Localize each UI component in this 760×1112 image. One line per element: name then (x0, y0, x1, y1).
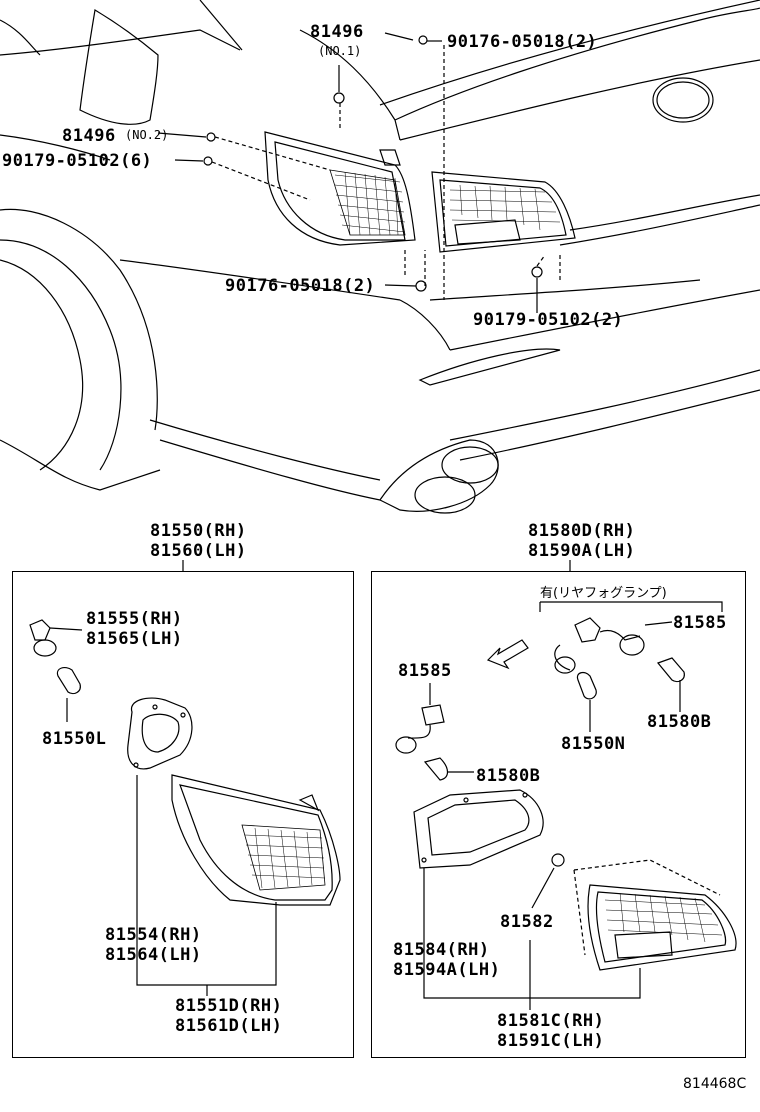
part-label-81550L[interactable]: 81550L (42, 729, 107, 749)
part-label-81585-top[interactable]: 81585 (673, 613, 727, 633)
part-label-81585-left[interactable]: 81585 (398, 661, 452, 681)
car-body-outline (0, 0, 760, 514)
left-assembly-title-lh[interactable]: 81560(LH) (150, 541, 247, 561)
part-label-81496-left[interactable]: 81496 (62, 126, 116, 146)
part-label-81555[interactable]: 81555(RH) (86, 609, 183, 629)
part-label-81580B-left[interactable]: 81580B (476, 766, 541, 786)
part-label-81496-top-note: (NO.1) (318, 44, 362, 58)
right-lens-grid (604, 892, 723, 943)
upper-right-inner-lamp (431, 171, 576, 253)
left-panel-artwork (29, 560, 341, 996)
part-label-90179-right[interactable]: 90179-05102(2) (473, 310, 624, 330)
part-label-81584[interactable]: 81584(RH) (393, 940, 490, 960)
right-panel-artwork (395, 560, 737, 1010)
rear-fog-lamp-note: 有(リヤフォグランプ) (540, 586, 667, 601)
part-label-81554[interactable]: 81554(RH) (105, 925, 202, 945)
part-label-81582[interactable]: 81582 (500, 912, 554, 932)
part-label-81580B-top[interactable]: 81580B (647, 712, 712, 732)
right-assembly-title-rh[interactable]: 81580D(RH) (528, 521, 636, 541)
left-assembly-title-rh[interactable]: 81550(RH) (150, 521, 247, 541)
right-assembly-title-lh[interactable]: 81590A(LH) (528, 541, 636, 561)
left-assembly-panel (12, 571, 354, 1058)
figure-reference-number: 814468C (683, 1076, 747, 1092)
part-label-81496-top[interactable]: 81496 (310, 22, 364, 42)
part-label-81564[interactable]: 81564(LH) (105, 945, 202, 965)
part-label-81594A[interactable]: 81594A(LH) (393, 960, 501, 980)
part-label-81561D[interactable]: 81561D(LH) (175, 1016, 283, 1036)
part-label-81565[interactable]: 81565(LH) (86, 629, 183, 649)
part-label-90176-mid[interactable]: 90176-05018(2) (225, 276, 376, 296)
part-label-81496-left-note: (NO.2) (125, 128, 169, 142)
part-label-90179-left[interactable]: 90179-05102(6) (2, 151, 153, 171)
top-leader-lines (157, 32, 561, 313)
part-label-81591C[interactable]: 81591C(LH) (497, 1031, 605, 1051)
part-label-90176-top[interactable]: 90176-05018(2) (447, 32, 598, 52)
right-assembly-panel (371, 571, 746, 1058)
upper-left-tail-lamp (264, 131, 416, 246)
left-lens-grid (244, 827, 326, 889)
fastener-nuts (203, 35, 543, 292)
part-label-81581C[interactable]: 81581C(RH) (497, 1011, 605, 1031)
part-label-81550N[interactable]: 81550N (561, 734, 626, 754)
part-label-81551D[interactable]: 81551D(RH) (175, 996, 283, 1016)
